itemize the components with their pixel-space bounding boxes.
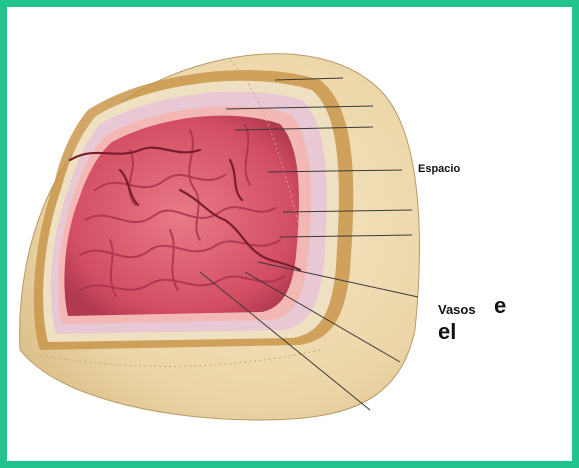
label-e: e	[494, 293, 506, 319]
label-espacio: Espacio	[418, 163, 460, 175]
label-el: el	[438, 319, 456, 345]
label-vasos: Vasos	[438, 302, 476, 317]
